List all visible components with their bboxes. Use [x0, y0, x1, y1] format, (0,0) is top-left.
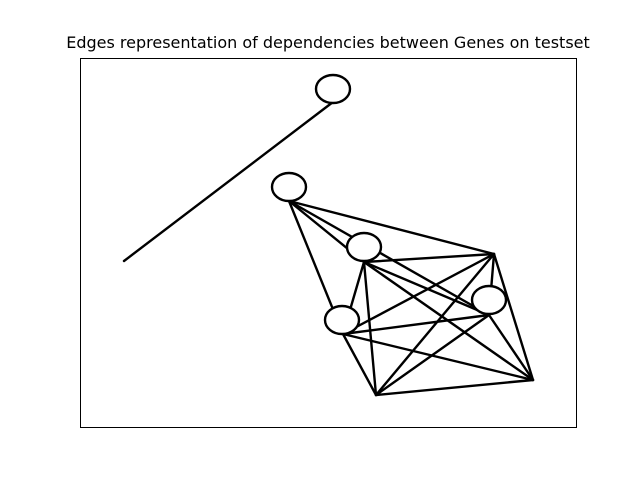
edges — [122, 100, 535, 397]
edge — [374, 313, 491, 397]
gene-node — [470, 284, 508, 316]
edge — [374, 378, 535, 397]
edge — [341, 313, 491, 336]
edge — [362, 252, 496, 264]
figure-title: Edges representation of dependencies bet… — [66, 33, 590, 52]
edge — [487, 313, 535, 382]
edge — [287, 199, 496, 256]
gene-node — [270, 171, 308, 203]
edge — [374, 252, 496, 397]
edge — [122, 100, 335, 263]
edge — [341, 332, 535, 382]
edge — [287, 199, 491, 317]
gene-node — [345, 231, 383, 263]
edge — [341, 252, 496, 336]
gene-node — [323, 304, 361, 336]
edge — [341, 332, 378, 397]
edge — [362, 260, 378, 397]
plot-frame — [80, 58, 577, 428]
edge — [492, 252, 535, 382]
gene-node — [314, 73, 352, 105]
nodes — [270, 73, 508, 336]
